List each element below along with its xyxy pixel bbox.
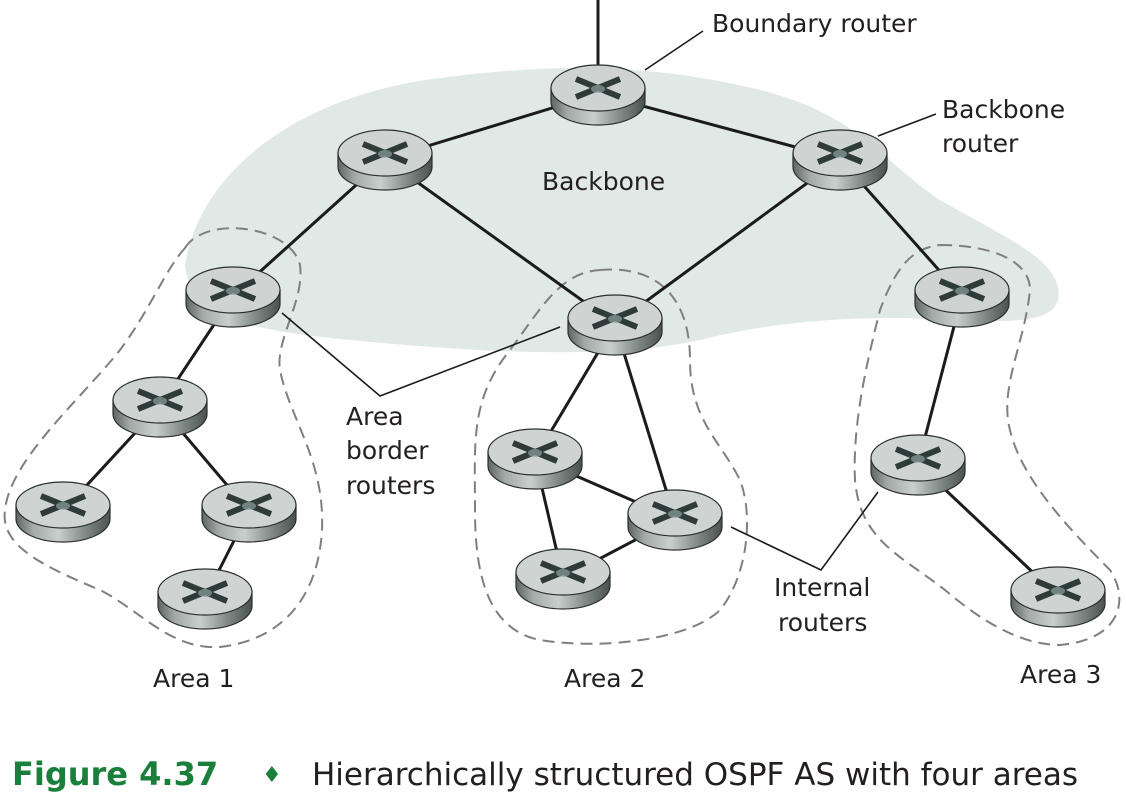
router-icon	[1010, 566, 1106, 628]
router-icon	[112, 376, 208, 438]
router-icon	[487, 428, 583, 490]
internal-routers-label-1: Internal	[774, 573, 870, 602]
area-2-boundary	[473, 268, 749, 645]
figure-caption: Hierarchically structured OSPF AS with f…	[312, 757, 1078, 793]
router-icon	[550, 64, 646, 126]
router-icon	[567, 294, 663, 356]
area-border-label-3: routers	[346, 471, 435, 500]
router-icon	[337, 129, 433, 191]
router-icon	[914, 266, 1010, 328]
router-icon	[792, 129, 888, 191]
boundary-router-label: Boundary router	[712, 9, 917, 38]
callout-backbone-router	[877, 113, 937, 137]
area-border-label-2: border	[346, 436, 429, 465]
area-1-boundary	[3, 227, 324, 649]
area-3-boundary	[853, 243, 1121, 647]
callout-boundary	[644, 30, 704, 71]
router-icon	[157, 568, 253, 630]
link-abr-2-a2-r2	[613, 323, 677, 520]
router-icon	[15, 481, 111, 543]
area-1-label: Area 1	[153, 664, 234, 693]
link-bb-left-abr-2	[384, 157, 616, 326]
router-icon	[627, 489, 723, 551]
router-icon	[870, 434, 966, 496]
area-2-label: Area 2	[564, 664, 645, 693]
callout-internal	[730, 491, 879, 572]
router-icon	[185, 266, 281, 328]
backbone-router-label-2: router	[942, 129, 1019, 158]
figure-number: Figure 4.37	[12, 755, 218, 793]
area-3-label: Area 3	[1020, 660, 1101, 689]
backbone-router-label-1: Backbone	[942, 95, 1065, 124]
backbone-label: Backbone	[542, 167, 665, 196]
caption-separator-icon: ♦	[262, 763, 282, 788]
router-icon	[515, 548, 611, 610]
link-bb-right-abr-2	[614, 157, 841, 326]
area-border-label-1: Area	[346, 402, 404, 431]
router-icon	[201, 481, 297, 543]
callout-area-border	[281, 312, 561, 397]
internal-routers-label-2: routers	[778, 608, 867, 637]
